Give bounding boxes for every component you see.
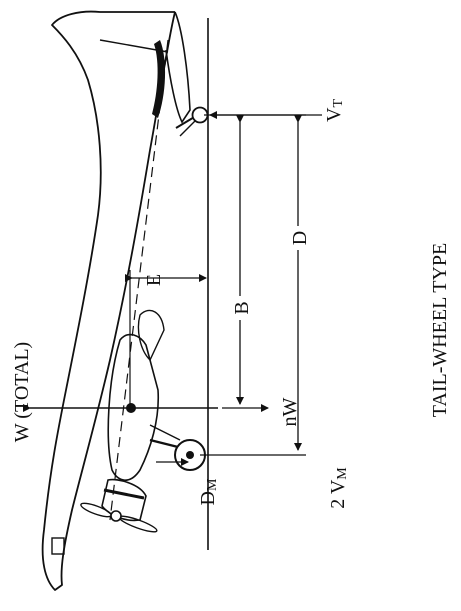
label-e: E — [143, 274, 165, 286]
tail-fin — [165, 11, 191, 124]
label-vt-sub: T — [331, 99, 346, 108]
label-2vm: 2 VM — [327, 467, 350, 509]
label-nw: nW — [279, 397, 301, 426]
svg-text:VT: VT — [323, 99, 346, 122]
stabilizer-line — [99, 39, 169, 53]
label-total-weight: W (TOTAL) — [11, 342, 33, 442]
label-b: B — [231, 301, 253, 314]
rudder-detail — [152, 40, 166, 118]
engine-cowl — [101, 478, 147, 522]
label-dm-sub: M — [205, 478, 220, 491]
label-2vm-prefix: 2 V — [327, 479, 349, 509]
window-nose — [51, 537, 65, 555]
label-vt: VT — [323, 99, 346, 122]
label-d: D — [289, 231, 311, 245]
label-dm: DM — [197, 478, 220, 505]
propeller-blade-1 — [80, 502, 112, 518]
label-b-bg — [228, 296, 252, 320]
label-vt-main: V — [323, 107, 345, 122]
svg-text:2 VM: 2 VM — [327, 467, 350, 509]
tail-strut-2 — [179, 119, 197, 137]
main-wheel-hub — [186, 451, 194, 459]
svg-text:DM: DM — [197, 478, 220, 505]
cowl-band — [103, 488, 145, 500]
propeller-hub — [110, 510, 122, 522]
propeller-blade-2 — [118, 515, 158, 533]
wing-fillet — [137, 309, 165, 362]
label-2vm-sub: M — [335, 467, 350, 480]
label-dm-main: D — [197, 491, 219, 505]
main-gear-strut-2 — [149, 424, 181, 441]
fuselage-outline — [41, 10, 176, 591]
label-d-bg — [286, 226, 310, 250]
diagram-caption: TAIL-WHEEL TYPE — [429, 243, 451, 417]
wing-root — [107, 333, 160, 481]
